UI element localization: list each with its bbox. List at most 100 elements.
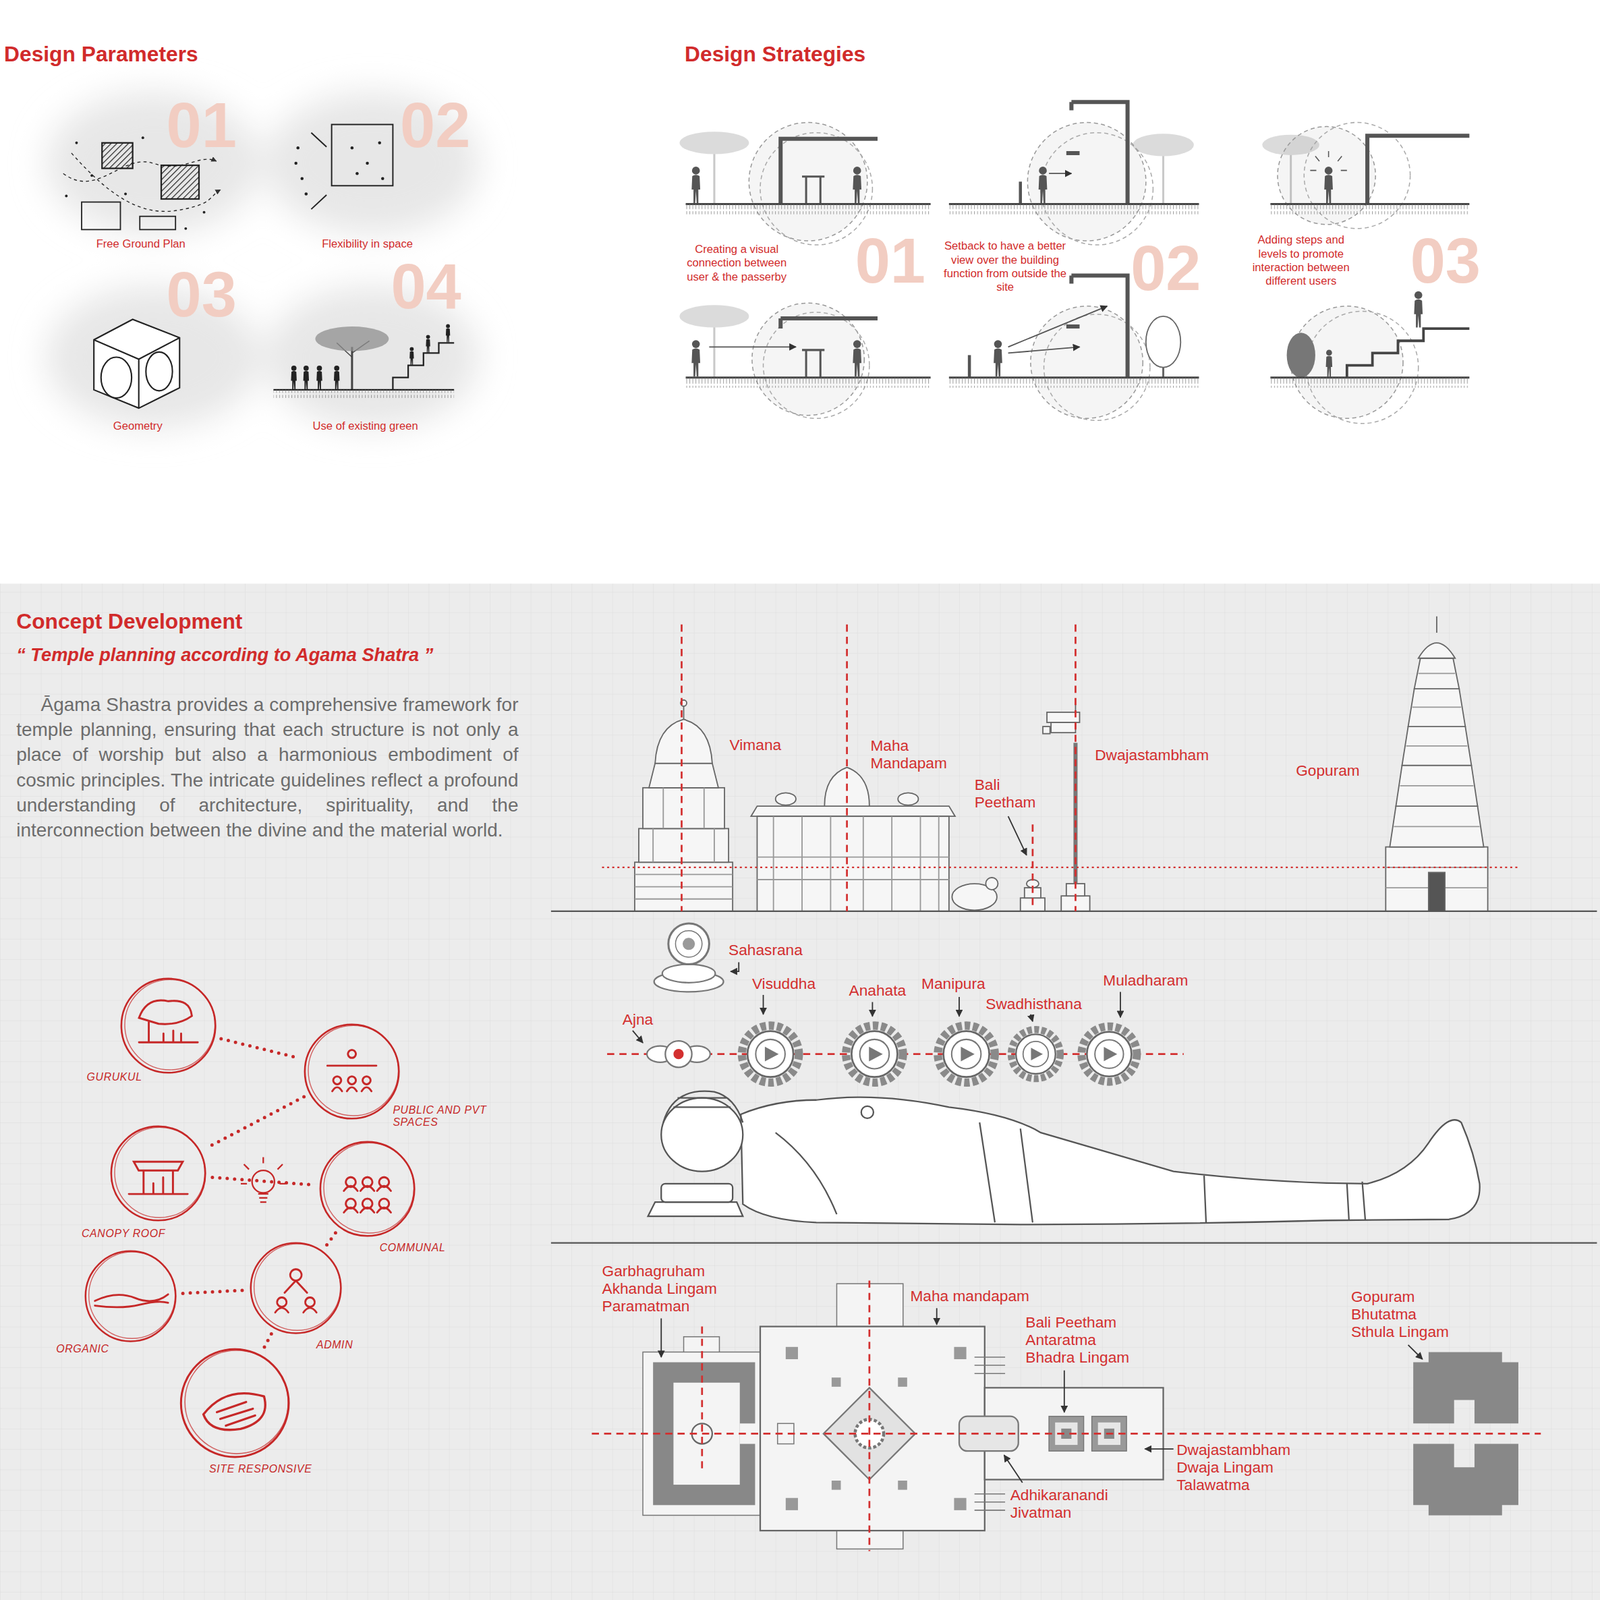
- reclining-figure: [661, 1183, 733, 1203]
- concept-bubble: ORGANIC: [83, 1249, 178, 1344]
- callout-label: Swadhisthana: [985, 994, 1082, 1013]
- bubble-circle: [111, 1126, 206, 1221]
- plan-leaders: [936, 1307, 938, 1325]
- strategy-visual-connection: [780, 318, 878, 329]
- temple-plan: [953, 1347, 966, 1360]
- bubble-outline: [119, 976, 218, 1075]
- leader: [1008, 816, 1027, 855]
- strategy-visual-connection: [679, 122, 931, 419]
- temple-elevation: [1050, 722, 1076, 733]
- temple-plan: [785, 1347, 967, 1511]
- callout-label: Gopuram: [1295, 761, 1360, 780]
- bubble-sketch: [138, 1000, 198, 1043]
- temple-elevation: [756, 816, 949, 912]
- callout-label: Adhikaranandi Jivatman: [1010, 1486, 1128, 1522]
- plan-axes: [591, 1280, 1541, 1552]
- plan-leaders: [1408, 1345, 1423, 1360]
- concept-bubble: GURUKUL: [119, 976, 218, 1075]
- plan-axes: [700, 1326, 703, 1470]
- idea-bulb: [240, 1156, 287, 1203]
- free-plan-icon: [81, 202, 121, 231]
- cloud-ground: [45, 91, 480, 429]
- strategy-setback: [967, 354, 972, 378]
- callout-label: Anahata: [849, 981, 907, 999]
- existing-green-icon: [445, 324, 450, 343]
- temple-elevation: [642, 787, 725, 830]
- geometry-cube: [93, 319, 180, 409]
- reclining-figure: [861, 1106, 874, 1119]
- strategy-visual-connection: [802, 350, 825, 378]
- strategy-visual-connection: [712, 151, 716, 205]
- strategy-note: Creating a visual connection between use…: [680, 242, 793, 284]
- bubble-circle: [180, 1349, 289, 1457]
- bubble-sketch: [128, 1161, 188, 1194]
- callout-label: Vimana: [729, 735, 782, 754]
- callout-label: Visuddha: [752, 974, 816, 993]
- flexibility-icon: [377, 141, 382, 146]
- callout-label: Dwajastambham: [1094, 746, 1209, 764]
- flexibility-icon: [381, 176, 385, 181]
- callout-label: Bali Peetham: [974, 775, 1039, 811]
- cloud-ground: [265, 91, 480, 235]
- bubble-label: CANOPY ROOF: [81, 1227, 166, 1240]
- body-text: Āgama Shastra provides a comprehensive f…: [16, 692, 519, 844]
- chakra-symbols: [682, 937, 695, 950]
- chakra-symbols: [1100, 1044, 1119, 1064]
- chakra-symbols: [937, 1025, 995, 1082]
- strategy-setback: [993, 339, 1003, 377]
- idea-bulb: [240, 1156, 287, 1203]
- existing-green-icon: [409, 347, 414, 366]
- axis-lines: [681, 624, 1076, 912]
- datum-line: [602, 866, 1521, 869]
- watermark-number: 04: [390, 254, 461, 319]
- existing-green-icon: [303, 365, 309, 390]
- bubble-outline: [178, 1347, 291, 1460]
- axis-lines: [1032, 824, 1035, 908]
- axis-lines: [1074, 624, 1077, 912]
- chakra-symbols: [845, 1025, 903, 1082]
- section-heading: Design Parameters: [4, 41, 199, 67]
- strategy-setback: [949, 204, 1200, 215]
- leaders: [871, 1002, 873, 1017]
- temple-elevation: [985, 877, 998, 890]
- strategy-steps: [1262, 134, 1320, 205]
- free-plan-icon: [124, 192, 127, 195]
- temple-elevation: [897, 792, 919, 805]
- flexibility-icon: [355, 172, 359, 176]
- strategy-steps: [1367, 135, 1470, 204]
- temple-elevation: [1042, 726, 1051, 734]
- leaders: [1030, 1014, 1033, 1022]
- concept-panel: [0, 583, 1600, 1600]
- bubble-outline: [109, 1124, 208, 1223]
- existing-green-icon: [315, 326, 389, 351]
- strategy-steps: [1270, 377, 1470, 388]
- chakra-symbols: [662, 964, 716, 983]
- bubble-sketch: [275, 1268, 317, 1312]
- bubble-label: SITE RESPONSIVE: [209, 1463, 312, 1476]
- strategy-setback: [949, 377, 1200, 388]
- flexibility-icon: [331, 124, 394, 187]
- temple-plan: [1413, 1444, 1519, 1516]
- chakra-symbols: [646, 923, 1137, 1083]
- sheet-drawing: [0, 91, 1600, 1600]
- leaders: [632, 962, 1121, 1044]
- existing-green-icon: [273, 389, 454, 398]
- flexibility-icon: [310, 132, 327, 148]
- watermark-number: 01: [166, 93, 237, 158]
- dotted-connector: [206, 1096, 305, 1149]
- flexibility-icon: [350, 146, 355, 150]
- strategy-visual-connection: [712, 324, 716, 378]
- bubble-circle: [114, 1127, 206, 1218]
- free-plan-icon: [64, 194, 68, 197]
- reclining-figure: [740, 1097, 1480, 1225]
- callout-label: Gopuram Bhutatma Sthula Lingam: [1351, 1287, 1459, 1341]
- dotted-connector: [221, 1038, 300, 1059]
- strategy-setback: [1066, 275, 1128, 378]
- reclining-figure: [648, 1202, 744, 1217]
- plan-axes: [868, 1280, 871, 1552]
- strategy-setback: [1008, 306, 1108, 348]
- leaders: [958, 996, 960, 1017]
- strategy-steps: [1324, 166, 1333, 204]
- flexibility-icon: [294, 124, 393, 210]
- strategy-setback: [1066, 101, 1128, 204]
